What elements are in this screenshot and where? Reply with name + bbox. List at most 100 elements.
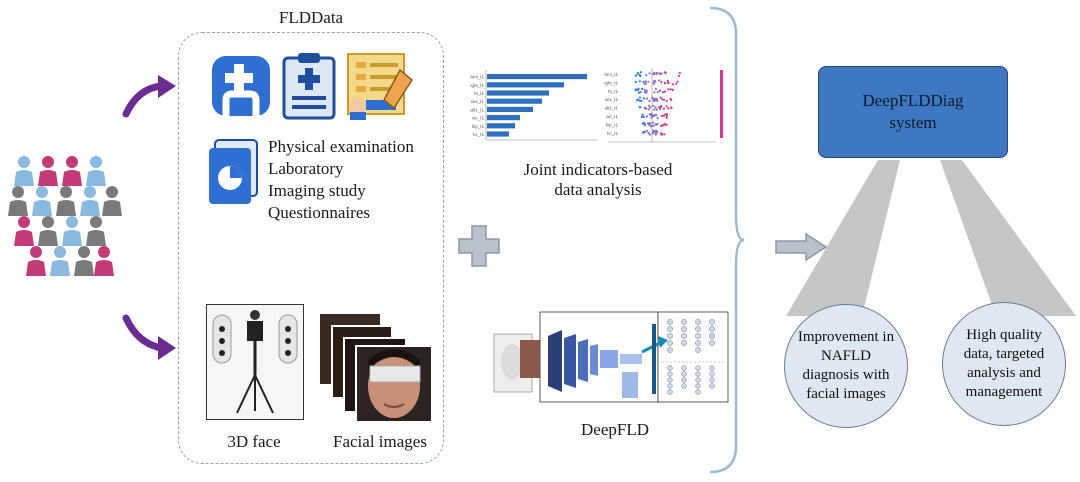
- shap-point: [665, 123, 668, 126]
- importance-bar: [487, 82, 564, 88]
- nn-node: [695, 347, 701, 353]
- person-icon: [86, 216, 106, 246]
- shap-point: [662, 98, 666, 101]
- shap-point: [648, 133, 651, 136]
- outcome2-line1: High quality: [966, 327, 1042, 343]
- nn-node: [709, 319, 715, 325]
- shap-point: [660, 105, 663, 108]
- shap-point: [647, 108, 650, 111]
- shap-point: [644, 80, 647, 83]
- nn-node: [667, 389, 673, 395]
- shap-point: [654, 98, 657, 102]
- shap-point: [645, 115, 648, 118]
- shap-point: [652, 121, 655, 124]
- shap-point: [660, 98, 664, 101]
- nn-node: [681, 319, 687, 325]
- data-item-questionnaires: Questionnaires: [268, 203, 370, 222]
- population-icon-group: [8, 156, 122, 276]
- shap-point: [648, 99, 651, 102]
- person-icon: [102, 186, 122, 216]
- shap-point: [654, 123, 657, 126]
- shap-point: [669, 97, 672, 100]
- arrow-up-to-data-icon: [122, 75, 176, 118]
- shap-point: [634, 74, 638, 77]
- fld-data-container: [178, 32, 444, 464]
- nn-node: [667, 333, 673, 339]
- shap-point: [655, 71, 658, 74]
- shap-point: [676, 80, 679, 83]
- shap-point: [656, 131, 659, 134]
- shap-point: [667, 107, 670, 110]
- outcome1-line4: facial images: [806, 386, 886, 402]
- nn-node: [667, 377, 673, 383]
- shap-point: [660, 132, 663, 135]
- outcome1-line3: diagnosis with: [802, 367, 890, 383]
- shap-point: [666, 81, 670, 85]
- shap-point: [648, 104, 651, 107]
- nn-node: [667, 383, 673, 389]
- nn-node: [695, 365, 701, 371]
- outcome2-line3: analysis and: [967, 365, 1041, 381]
- clipboard-icon: [282, 53, 336, 120]
- nn-node: [681, 326, 687, 332]
- person-icon: [8, 186, 28, 216]
- shap-point: [644, 82, 648, 85]
- shap-point: [636, 98, 639, 101]
- shap-point: [648, 72, 651, 75]
- shap-point: [654, 106, 657, 109]
- person-icon: [26, 246, 46, 276]
- shap-point: [647, 80, 650, 83]
- importance-bar: [487, 90, 549, 96]
- shap-point: [638, 106, 641, 109]
- importance-feature-label: sex_t1: [471, 99, 485, 104]
- importance-feature-label: hc_t1: [473, 132, 485, 137]
- shap-point: [638, 99, 641, 102]
- system-title-line2: system: [889, 113, 937, 132]
- arrow-to-system-icon: [775, 232, 828, 262]
- shap-point: [655, 108, 658, 111]
- shap-feature-label: hc_t1: [607, 131, 619, 136]
- shap-point: [642, 80, 645, 84]
- shap-point: [658, 72, 661, 75]
- importance-feature-label: alt1_t1: [470, 107, 484, 112]
- person-icon: [94, 246, 114, 276]
- shap-point: [645, 74, 648, 77]
- feature-importance-chart: bmi_t1weight_t1ht_t1sex_t1alt1_t1wc_t1hi…: [470, 70, 598, 141]
- fld-data-title: FLDData: [278, 8, 344, 27]
- nn-node: [681, 377, 687, 383]
- data-category-list: Physical examination Laboratory Imaging …: [268, 136, 444, 224]
- analysis-label-line1: Joint indicators-based: [523, 160, 673, 179]
- shap-point: [652, 115, 655, 118]
- tripod-camera-icon: [212, 310, 298, 414]
- shap-point: [645, 89, 648, 92]
- nn-node: [709, 340, 715, 346]
- shap-point: [662, 107, 665, 110]
- shap-point: [634, 80, 637, 84]
- nn-node: [681, 371, 687, 377]
- shap-point: [641, 87, 644, 90]
- shap-point: [641, 113, 644, 116]
- shap-feature-label: wc_t1: [606, 114, 618, 119]
- importance-feature-label: weight_t1: [470, 83, 484, 88]
- shap-feature-label: ht_t1: [608, 89, 619, 94]
- shap-feature-label: alt1_t1: [604, 106, 618, 111]
- shap-point: [635, 88, 638, 91]
- outcome2-line2: data, targeted: [963, 346, 1045, 362]
- shap-point: [636, 89, 639, 92]
- person-icon: [38, 156, 58, 186]
- shap-point: [655, 114, 658, 117]
- system-title-line1: DeepFLDDiag: [862, 91, 964, 110]
- 3d-face-camera-photo: [206, 304, 304, 420]
- outcome1-line1: Improvement in: [797, 329, 895, 345]
- importance-feature-label: hip_t1: [472, 124, 485, 129]
- shap-point: [663, 133, 666, 136]
- nn-node: [667, 340, 673, 346]
- shap-feature-label: hip_t1: [606, 122, 619, 127]
- importance-feature-label: wc_t1: [472, 116, 484, 121]
- shap-point: [649, 125, 652, 128]
- system-output-cones: [786, 160, 1076, 316]
- shap-point: [675, 82, 678, 85]
- nn-node: [695, 340, 701, 346]
- shap-point: [652, 129, 655, 132]
- nn-node: [695, 389, 701, 395]
